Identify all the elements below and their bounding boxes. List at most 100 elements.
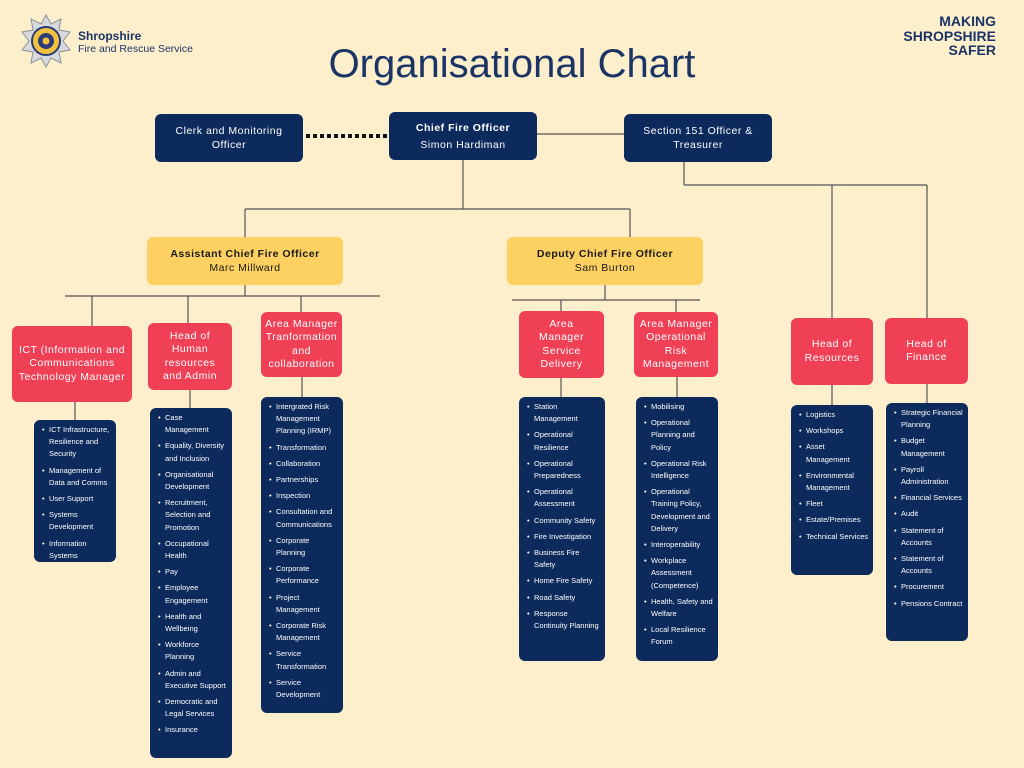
service-delivery-list-item: Community Safety	[527, 515, 601, 527]
acfo-name: Marc Millward	[209, 262, 281, 274]
service-delivery-title: Area Manager Service Delivery	[539, 317, 584, 371]
dcfo-name: Sam Burton	[574, 262, 636, 274]
slogan-line-2: SHROPSHIRE	[903, 27, 996, 44]
service-delivery-manager-box: Area Manager Service Delivery	[519, 311, 604, 378]
transformation-list-item: Service Transformation	[269, 648, 339, 672]
hr-list-item: Occupational Health	[158, 538, 228, 562]
operational-risk-list-item: Health, Safety and Welfare	[644, 596, 714, 620]
slogan-line-1: MAKING	[939, 13, 996, 29]
brand-name: Shropshire	[78, 29, 142, 43]
finance-head-box: Head of Finance	[885, 318, 968, 384]
transformation-list-item: Transformation	[269, 442, 339, 454]
fire-service-crest-icon	[21, 14, 71, 68]
operational-risk-list-item: Operational Planning and Policy	[644, 417, 714, 454]
resources-list-item: Fleet	[799, 498, 869, 510]
finance-list-item: Payroll Administration	[894, 464, 964, 488]
service-delivery-list-item: Operational Assessment	[527, 486, 601, 510]
resources-list-item: Environmental Management	[799, 470, 869, 494]
brand-subtitle: Fire and Rescue Service	[78, 43, 193, 55]
clerk-box: Clerk and Monitoring Officer	[155, 114, 303, 162]
ict-manager-box: ICT (Information and Communications Tech…	[12, 326, 132, 402]
operational-risk-list-item: Operational Training Policy, Development…	[644, 486, 714, 535]
operational-risk-title: Area Manager Operational Risk Management	[639, 317, 713, 371]
service-delivery-list-item: Fire Investigation	[527, 531, 601, 543]
chief-role: Chief Fire Officer	[415, 121, 511, 134]
hr-list-item: Health and Wellbeing	[158, 611, 228, 635]
dcfo-role: Deputy Chief Fire Officer	[536, 248, 674, 260]
finance-list-item: Statement of Accounts	[894, 553, 964, 577]
ict-list-item: User Support	[42, 493, 112, 505]
transformation-list-item: Corporate Performance	[269, 563, 339, 587]
resources-list-item: Workshops	[799, 425, 869, 437]
service-delivery-list-item: Home Fire Safety	[527, 575, 601, 587]
finance-list-item: Financial Services	[894, 492, 964, 504]
slogan-line-3: SAFER	[948, 42, 996, 58]
operational-risk-list-item: Workplace Assessment (Competence)	[644, 555, 714, 592]
transformation-list-item: Intergrated Risk Management Planning (IR…	[269, 401, 339, 438]
finance-list-item: Pensions Contract	[894, 598, 964, 610]
transformation-list-item: Project Management	[269, 592, 339, 616]
hr-list-item: Admin and Executive Support	[158, 668, 228, 692]
page-title: Organisational Chart	[328, 42, 696, 86]
hr-list-item: Democratic and Legal Services	[158, 696, 228, 720]
resources-list-item: Technical Services	[799, 531, 869, 543]
hr-responsibilities-list: Case ManagementEquality, Diversity and I…	[150, 408, 232, 758]
service-delivery-list-item: Road Safety	[527, 592, 601, 604]
service-delivery-list-item: Operational Preparedness	[527, 458, 601, 482]
hr-list-item: Workforce Planning	[158, 639, 228, 663]
operational-risk-list-item: Operational Risk Intelligence	[644, 458, 714, 482]
operational-risk-responsibilities-list: MobilisingOperational Planning and Polic…	[636, 397, 718, 661]
ict-list-item: Management of Data and Comms	[42, 465, 112, 489]
acfo-box: Assistant Chief Fire Officer Marc Millwa…	[147, 237, 343, 285]
operational-risk-list-item: Mobilising	[644, 401, 714, 413]
finance-responsibilities-list: Strategic Financial PlanningBudget Manag…	[886, 403, 968, 641]
chief-fire-officer-box: Chief Fire Officer Simon Hardiman	[389, 112, 537, 160]
resources-head-box: Head of Resources	[791, 318, 873, 385]
transformation-responsibilities-list: Intergrated Risk Management Planning (IR…	[261, 397, 343, 713]
hr-list-item: Case Management	[158, 412, 228, 436]
resources-responsibilities-list: LogisticsWorkshopsAsset ManagementEnviro…	[791, 405, 873, 575]
resources-list-item: Logistics	[799, 409, 869, 421]
finance-list-item: Procurement	[894, 581, 964, 593]
finance-list-item: Strategic Financial Planning	[894, 407, 964, 431]
chief-name: Simon Hardiman	[420, 138, 506, 151]
slogan: MAKING SHROPSHIRE SAFER	[903, 14, 996, 58]
service-delivery-list-item: Station Management	[527, 401, 601, 425]
operational-risk-list-item: Interoperability	[644, 539, 714, 551]
hr-title: Head of Human resources and Admin	[162, 329, 218, 383]
service-delivery-responsibilities-list: Station ManagementOperational Resilience…	[519, 397, 605, 661]
resources-list-item: Asset Management	[799, 441, 869, 465]
operational-risk-list-item: Local Resilience Forum	[644, 624, 714, 648]
ict-list-item: Systems Development	[42, 509, 112, 533]
hr-list-item: Employee Engagement	[158, 582, 228, 606]
transformation-list-item: Service Development	[269, 677, 339, 701]
hr-list-item: Pay	[158, 566, 228, 578]
service-delivery-list-item: Business Fire Safety	[527, 547, 601, 571]
section151-role: Section 151 Officer & Treasurer	[643, 125, 753, 151]
hr-list-item: Organisational Development	[158, 469, 228, 493]
transformation-list-item: Partnerships	[269, 474, 339, 486]
acfo-role: Assistant Chief Fire Officer	[170, 248, 320, 260]
service-delivery-list-item: Operational Resilience	[527, 429, 601, 453]
transformation-title: Area Manager Tranformation and collabora…	[265, 317, 338, 371]
ict-list-item: Information Systems	[42, 538, 112, 562]
service-delivery-list-item: Response Continuity Planning	[527, 608, 601, 632]
section151-box: Section 151 Officer & Treasurer	[624, 114, 772, 162]
finance-list-item: Statement of Accounts	[894, 525, 964, 549]
ict-list-item: ICT Infrastructure, Resilience and Secur…	[42, 424, 112, 461]
transformation-list-item: Corporate Risk Management	[269, 620, 339, 644]
hr-list-item: Insurance	[158, 724, 228, 736]
hr-list-item: Equality, Diversity and Inclusion	[158, 440, 228, 464]
transformation-list-item: Corporate Planning	[269, 535, 339, 559]
hr-list-item: Recruitment, Selection and Promotion	[158, 497, 228, 534]
resources-title: Head of Resources	[804, 338, 860, 364]
finance-list-item: Audit	[894, 508, 964, 520]
dcfo-box: Deputy Chief Fire Officer Sam Burton	[507, 237, 703, 285]
ict-responsibilities-list: ICT Infrastructure, Resilience and Secur…	[34, 420, 116, 562]
transformation-manager-box: Area Manager Tranformation and collabora…	[261, 312, 342, 377]
transformation-list-item: Consultation and Communications	[269, 506, 339, 530]
resources-list-item: Estate/Premises	[799, 514, 869, 526]
hr-head-box: Head of Human resources and Admin	[148, 323, 232, 390]
ict-title: ICT (Information and Communications Tech…	[18, 343, 126, 383]
